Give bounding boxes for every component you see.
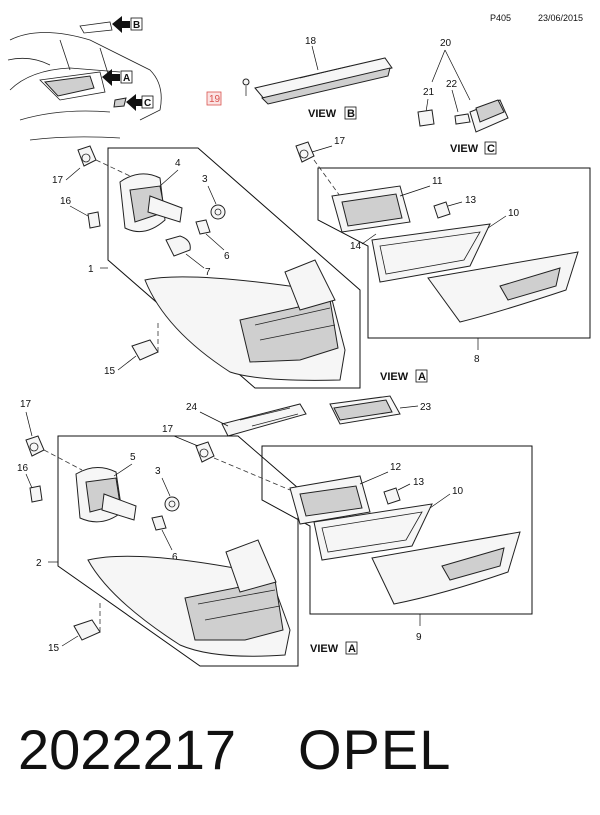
label-7: 7 bbox=[205, 267, 211, 278]
page-date: 23/06/2015 bbox=[538, 13, 583, 23]
view-c-letter: C bbox=[487, 143, 495, 155]
label-22: 22 bbox=[446, 79, 458, 90]
label-1: 1 bbox=[88, 264, 94, 275]
view-c-title: VIEW bbox=[450, 143, 479, 155]
washer-3b: 3 bbox=[155, 466, 180, 512]
frame-assembly-2 bbox=[57, 435, 299, 667]
socket-17d: 17 bbox=[162, 424, 291, 491]
view-b-title: VIEW bbox=[308, 108, 337, 120]
label-12: 12 bbox=[390, 462, 402, 473]
washer-3a: 3 bbox=[202, 174, 226, 220]
label-13a: 13 bbox=[465, 195, 477, 206]
label-17d: 17 bbox=[162, 424, 174, 435]
label-24: 24 bbox=[186, 402, 198, 413]
label-17c: 17 bbox=[20, 399, 32, 410]
label-6b: 6 bbox=[172, 552, 178, 563]
parts-diagram: P405 23/06/2015 B A C 18 19 VIEW B bbox=[7, 13, 591, 667]
label-3a: 3 bbox=[202, 174, 208, 185]
label-8: 8 bbox=[474, 354, 480, 365]
inner-lamp-lower bbox=[371, 531, 521, 605]
socket-17c: 17 bbox=[20, 399, 83, 471]
circuit-board-11: 11 bbox=[331, 176, 443, 233]
view-arrow-a: A bbox=[102, 69, 133, 86]
arrow-c-letter: C bbox=[144, 98, 151, 109]
label-10a: 10 bbox=[508, 208, 520, 219]
page-code: P405 bbox=[490, 13, 511, 23]
label-17a: 17 bbox=[52, 175, 64, 186]
clip-16a: 16 bbox=[60, 196, 101, 229]
label-3b: 3 bbox=[155, 466, 161, 477]
label-11: 11 bbox=[432, 176, 443, 187]
arrow-b-letter: B bbox=[133, 20, 140, 31]
seal-10a: 10 bbox=[371, 208, 520, 283]
label-18: 18 bbox=[305, 36, 317, 47]
tail-lamp-outer-upper bbox=[144, 259, 346, 381]
view-arrow-c: C bbox=[126, 94, 154, 111]
harness-24: 24 bbox=[186, 402, 307, 437]
label-16a: 16 bbox=[60, 196, 72, 207]
label-13b: 13 bbox=[413, 477, 425, 488]
bulb-13a: 13 bbox=[433, 195, 477, 219]
bulb-13b: 13 bbox=[383, 477, 425, 505]
footer: 2022217 OPEL bbox=[8, 705, 592, 805]
label-2: 2 bbox=[36, 558, 42, 569]
clip-16b: 16 bbox=[17, 463, 43, 503]
label-19: 19 bbox=[209, 94, 221, 105]
view-arrow-b: B bbox=[112, 16, 143, 33]
stop-lamp-18: 18 19 bbox=[206, 36, 393, 106]
inner-lamp-upper bbox=[427, 251, 579, 323]
bulb-6b: 6 bbox=[151, 515, 178, 563]
view-b-letter: B bbox=[347, 108, 355, 120]
socket-17b: 17 bbox=[295, 136, 346, 197]
plate-lamp-assembly: 20 22 21 bbox=[417, 38, 509, 133]
frame-assembly-1 bbox=[107, 147, 361, 389]
pad-15b: 15 bbox=[48, 600, 101, 654]
seal-10b: 10 bbox=[313, 486, 464, 561]
label-23: 23 bbox=[420, 402, 432, 413]
view-a1-letter: A bbox=[418, 371, 426, 383]
label-4: 4 bbox=[175, 158, 181, 169]
brand-name: OPEL bbox=[298, 718, 452, 781]
bulb-holder-4: 4 bbox=[119, 158, 183, 233]
label-9: 9 bbox=[416, 632, 422, 643]
label-21: 21 bbox=[423, 87, 435, 98]
pad-15a: 15 bbox=[104, 320, 159, 377]
bulb-6a: 6 bbox=[195, 219, 230, 262]
view-a2-title: VIEW bbox=[310, 643, 339, 655]
label-15a: 15 bbox=[104, 366, 116, 377]
control-unit-23: 23 bbox=[329, 395, 432, 425]
frame-assembly-8 bbox=[317, 167, 591, 339]
arrow-a-letter: A bbox=[123, 73, 130, 84]
label-15b: 15 bbox=[48, 643, 60, 654]
view-a2-letter: A bbox=[348, 643, 356, 655]
socket-17a: 17 bbox=[52, 145, 131, 186]
label-14: 14 bbox=[350, 241, 362, 252]
frame-assembly-9 bbox=[261, 445, 533, 615]
label-6a: 6 bbox=[224, 251, 230, 262]
tail-lamp-outer-lower bbox=[87, 539, 291, 657]
label-20: 20 bbox=[440, 38, 452, 49]
label-16b: 16 bbox=[17, 463, 29, 474]
label-5: 5 bbox=[130, 452, 136, 463]
view-a1-title: VIEW bbox=[380, 371, 409, 383]
vehicle-overview bbox=[7, 21, 162, 141]
part-number: 2022217 bbox=[18, 718, 237, 781]
label-10b: 10 bbox=[452, 486, 464, 497]
bulb-7: 7 bbox=[165, 235, 211, 278]
label-17b: 17 bbox=[334, 136, 346, 147]
circuit-board-12: 12 bbox=[289, 462, 402, 525]
bulb-holder-5: 5 bbox=[75, 452, 137, 523]
